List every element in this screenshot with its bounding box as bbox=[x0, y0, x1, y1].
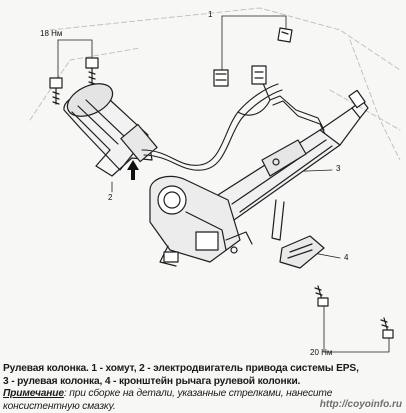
steering-column-illustration bbox=[29, 7, 401, 353]
bolt-bottom-left bbox=[314, 285, 329, 307]
watermark: http://coyoinfo.ru bbox=[319, 399, 402, 410]
note-text: : при сборке на детали, указанные стрелк… bbox=[63, 388, 333, 399]
callout-3: 3 bbox=[336, 164, 341, 173]
steering-column-shaft bbox=[209, 89, 369, 221]
torque-label-bottom: 20 Нм bbox=[310, 348, 333, 357]
caption-line-2: 3 - рулевая колонка, 4 - кронштейн рычаг… bbox=[3, 375, 301, 387]
column-housing bbox=[149, 175, 253, 267]
note-label: Примечание bbox=[3, 388, 64, 399]
callout-1: 1 bbox=[208, 10, 213, 19]
background-sketch bbox=[29, 7, 401, 161]
caption-line-1: Рулевая колонка. 1 - хомут, 2 - электрод… bbox=[3, 363, 359, 374]
callout-2: 2 bbox=[108, 193, 113, 202]
clamp-right bbox=[277, 27, 293, 43]
up-arrow-icon bbox=[127, 160, 139, 180]
leader-lines bbox=[57, 15, 390, 353]
bolt-top-right bbox=[85, 57, 99, 87]
clamp-left bbox=[213, 69, 229, 87]
torque-label-top: 18 Нм bbox=[40, 29, 63, 38]
figure-caption: Рулевая колонка. 1 - хомут, 2 - электрод… bbox=[3, 363, 405, 413]
note-line-1: Примечание: при сборке на детали, указан… bbox=[3, 388, 405, 401]
lever-bracket bbox=[271, 199, 325, 269]
note-line-2: консистентную смазку. bbox=[3, 400, 116, 412]
eps-motor bbox=[63, 83, 158, 177]
harness-connector bbox=[251, 65, 267, 85]
bolt-top-left bbox=[49, 77, 63, 105]
callout-4: 4 bbox=[344, 253, 349, 262]
bolt-bottom-right bbox=[380, 317, 394, 339]
